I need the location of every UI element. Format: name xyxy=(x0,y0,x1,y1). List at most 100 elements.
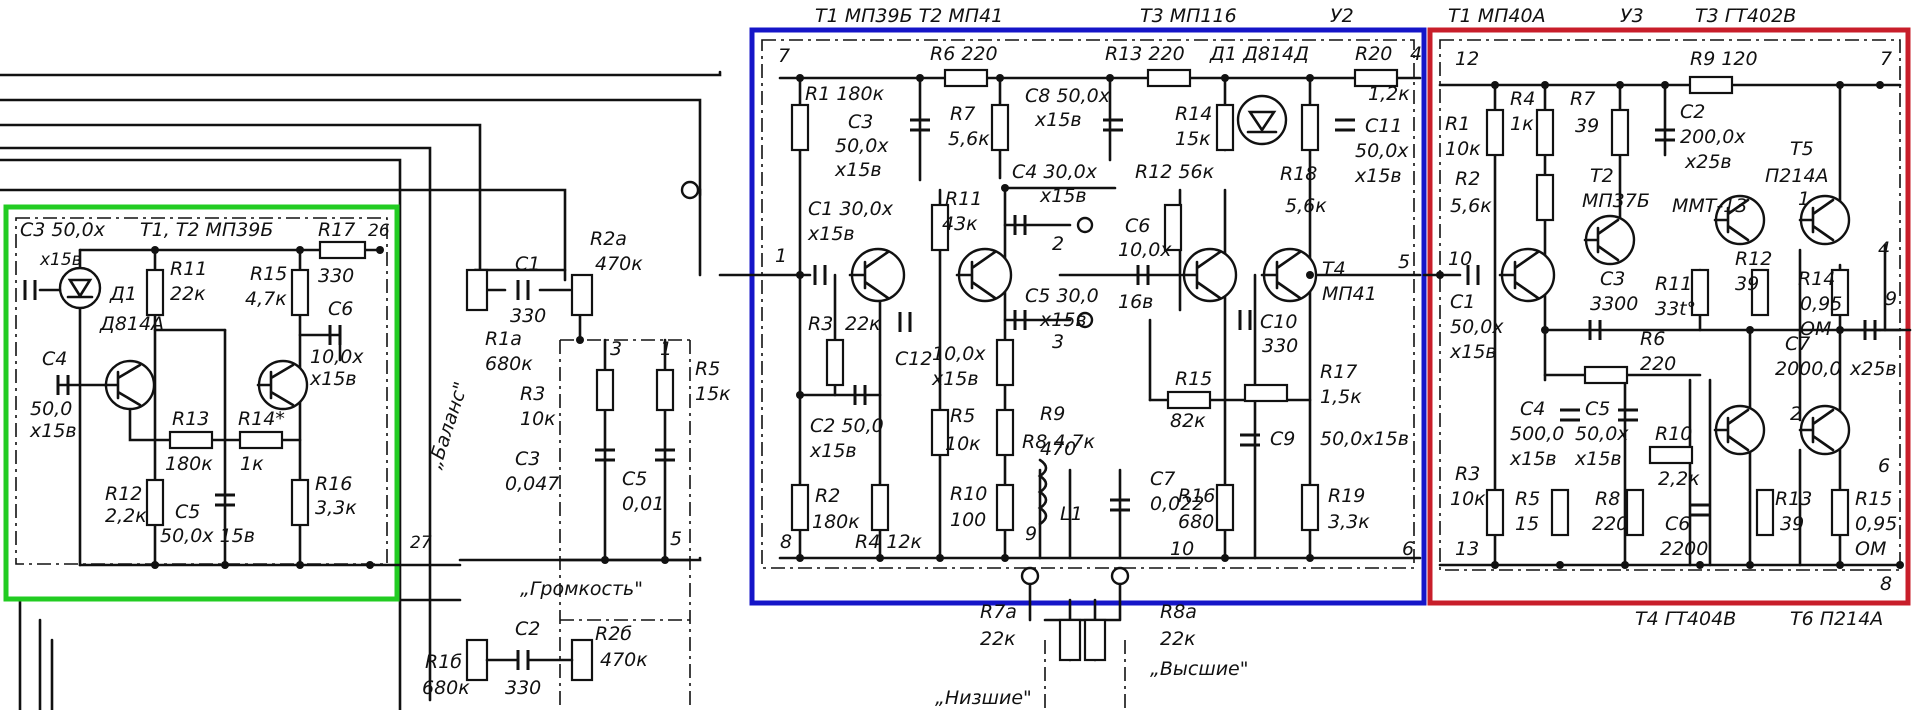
b-c12 xyxy=(898,312,912,332)
r-node-13: 13 xyxy=(1455,538,1479,560)
g-r16 xyxy=(290,478,310,527)
r5-resistor xyxy=(655,368,675,412)
g-d1-type: Д814А xyxy=(99,313,164,335)
g-c6 xyxy=(328,325,342,345)
b-c9 xyxy=(1240,433,1260,447)
mid-c2-value: 330 xyxy=(505,677,541,699)
b-r14-label: R14 xyxy=(1175,103,1212,125)
r-thermistor-type: ММТ-13 xyxy=(1672,195,1747,217)
r-t5-label: T5 xyxy=(1790,138,1814,160)
r-r8-value: 220 xyxy=(1592,513,1628,535)
b-c8 xyxy=(1103,118,1123,132)
g-r16-label: R16 xyxy=(315,473,352,495)
volume-label: „Громкость" xyxy=(520,578,643,600)
r-c5-value: 50,0х xyxy=(1575,423,1629,445)
b-c9-value: 50,0х15в xyxy=(1320,428,1409,450)
g-c6-value: 10,0х xyxy=(310,346,364,368)
b-r7 xyxy=(990,103,1010,152)
b-node-8: 8 xyxy=(780,531,792,553)
r-r7-label: R7 xyxy=(1570,88,1595,110)
b-inductor-l1 xyxy=(1037,458,1048,526)
r2a-label: R2а xyxy=(590,228,627,250)
r-c4 xyxy=(1560,408,1580,422)
g-r12-label: R12 xyxy=(105,483,142,505)
r7a-pot xyxy=(1058,618,1082,662)
b-c11-label: C11 xyxy=(1365,115,1402,137)
b-r10-value: 100 xyxy=(950,509,986,531)
b-c2-voltage: х15в xyxy=(809,440,857,462)
r-r1-label: R1 xyxy=(1445,113,1470,135)
b-terminal-9 xyxy=(1020,566,1040,586)
r-c1-voltage: х15в xyxy=(1449,341,1497,363)
b-node-2: 2 xyxy=(1052,233,1064,255)
r-r11-value: 33t° xyxy=(1655,298,1696,320)
r-c1-label: C1 xyxy=(1450,291,1475,313)
b-r3-value: 22к xyxy=(845,313,881,335)
r-r13-label: R13 xyxy=(1775,488,1812,510)
b-r14 xyxy=(1215,103,1235,152)
r-t2-label: T2 xyxy=(1590,165,1614,187)
r-r1 xyxy=(1485,108,1505,157)
b-c8-label: C8 50,0х xyxy=(1025,85,1111,107)
r-c4-label: C4 xyxy=(1520,398,1545,420)
g-r14-label: R14* xyxy=(238,408,285,430)
mid-c5 xyxy=(655,448,675,462)
r-node-12: 12 xyxy=(1455,48,1479,70)
b-c10 xyxy=(1238,310,1252,330)
g-d1-label: Д1 xyxy=(109,283,137,305)
r-c2-voltage: х25в xyxy=(1684,151,1732,173)
mid-c5-value: 0,01 xyxy=(622,493,664,515)
b-r20 xyxy=(1353,68,1399,88)
b-r16-label: R16 xyxy=(1178,485,1215,507)
g-r11-value: 22к xyxy=(170,283,206,305)
r-r5-value: 15 xyxy=(1515,513,1539,535)
r-r6 xyxy=(1583,365,1629,385)
r8a-pot xyxy=(1083,618,1107,662)
r-c7-voltage: х25в xyxy=(1849,358,1897,380)
g-c5 xyxy=(215,493,235,507)
g-r14-value: 1к xyxy=(240,453,264,475)
r-r13 xyxy=(1755,488,1775,537)
b-r18 xyxy=(1300,103,1320,152)
b-r7-label: R7 xyxy=(950,103,975,125)
g-r11 xyxy=(145,268,165,317)
r-r12-label: R12 xyxy=(1735,248,1772,270)
b-c10-label: C10 xyxy=(1260,311,1297,333)
r-c3 xyxy=(1588,320,1602,340)
g-r16-value: 3,3к xyxy=(315,497,357,519)
r-r3-value: 10к xyxy=(1450,488,1486,510)
b-c3-label: C3 xyxy=(848,111,873,133)
r2a-pot xyxy=(570,273,594,317)
b-r6 xyxy=(943,68,989,88)
tone-amp-module-blue: Т1 МП39Б Т2 МП41 Т3 МП116 У2 7 R6 220 R1… xyxy=(718,5,1427,710)
mid-c2-label: C2 xyxy=(515,618,540,640)
mid-c3-label: C3 xyxy=(515,448,540,470)
b-r12-label: R12 56к xyxy=(1135,161,1215,183)
b-r5-label: R5 xyxy=(950,405,975,427)
red-frame xyxy=(1427,27,1911,606)
g-r15 xyxy=(290,268,310,317)
b-r1-label: R1 180к xyxy=(805,83,885,105)
g-r15-value: 4,7к xyxy=(245,288,287,310)
b-zener-d1 xyxy=(1236,94,1288,146)
r-r6-value: 220 xyxy=(1640,353,1676,375)
mid-c1 xyxy=(516,280,530,300)
g-r13 xyxy=(168,430,214,450)
g-r13-value: 180к xyxy=(165,453,213,475)
b-c6-label: C6 xyxy=(1125,215,1150,237)
g-node-27: 27 xyxy=(410,533,432,553)
r-r13-value: 39 xyxy=(1780,513,1804,535)
r-r9 xyxy=(1688,75,1734,95)
b-terminal-10 xyxy=(1110,566,1130,586)
r-r8-label: R8 xyxy=(1595,488,1620,510)
r-r14-unit: ОМ xyxy=(1800,318,1831,340)
r-c4-value: 500,0 xyxy=(1510,423,1564,445)
b-terminal-2 xyxy=(1076,216,1094,234)
r-r12-value: 39 xyxy=(1735,273,1759,295)
b-d1-label: Д1 Д814Д xyxy=(1209,43,1309,65)
r-c6-value: 2200 xyxy=(1660,538,1708,560)
b-r18-value: 5,6к xyxy=(1285,195,1327,217)
b-node-9: 9 xyxy=(1025,523,1037,545)
r2b-pot xyxy=(570,638,594,682)
mid-r5-label: R5 xyxy=(695,358,720,380)
